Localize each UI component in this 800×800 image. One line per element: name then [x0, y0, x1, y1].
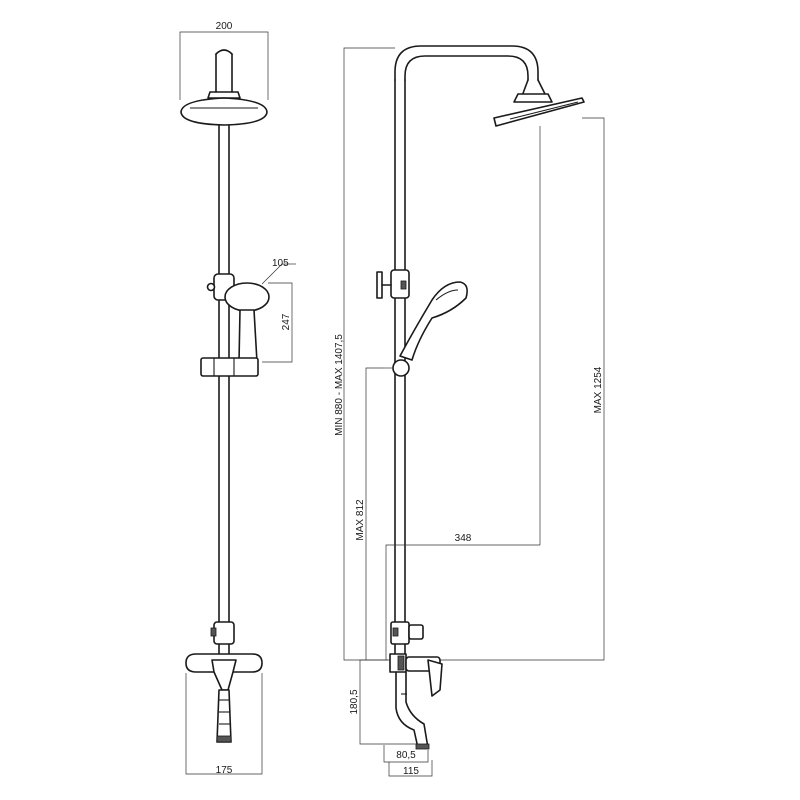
head-height-label: MAX 1254: [593, 366, 604, 413]
mixer-front: [185, 653, 263, 743]
head-shower-front: [180, 49, 268, 126]
mixer-width-dimension: 175: [185, 673, 263, 776]
mixer-width-label: 175: [216, 765, 233, 776]
spout-reach-label: 80,5: [396, 750, 416, 761]
top-arm: [394, 45, 547, 97]
diverter-side: [390, 621, 424, 655]
spout-height-dimension: 180,5: [349, 659, 416, 745]
spout-total-dimension: 115: [388, 760, 433, 777]
spout-height-label: 180,5: [349, 689, 360, 714]
head-width-label: 200: [216, 21, 233, 32]
holder-height-dimension: MAX 812: [355, 367, 384, 660]
spout-total-label: 115: [403, 766, 419, 777]
diverter-front: [210, 621, 235, 655]
hand-shower-front: 105 247: [224, 258, 296, 363]
holder-bracket-front: [200, 357, 259, 377]
head-height-dimension: MAX 1254: [440, 117, 605, 661]
head-width-dimension: 200: [179, 21, 269, 100]
rail-range-label: MIN 880 - MAX 1407,5: [334, 334, 345, 436]
side-view: MIN 880 - MAX 1407,5 MAX 1254 MAX 812 34…: [334, 45, 605, 777]
hand-width-label: 105: [272, 258, 289, 269]
upper-slider-side: [376, 269, 410, 299]
arm-reach-dimension: 348: [385, 126, 541, 660]
arm-reach-label: 348: [455, 533, 472, 544]
spout-reach-dimension: 80,5: [383, 745, 429, 763]
hand-length-label: 247: [281, 313, 292, 330]
front-view: 200 105 247: [179, 21, 296, 776]
holder-height-label: MAX 812: [355, 499, 366, 541]
mixer-side: [389, 653, 443, 750]
hand-shower-side: [384, 281, 468, 377]
head-shower-side: [493, 93, 585, 127]
